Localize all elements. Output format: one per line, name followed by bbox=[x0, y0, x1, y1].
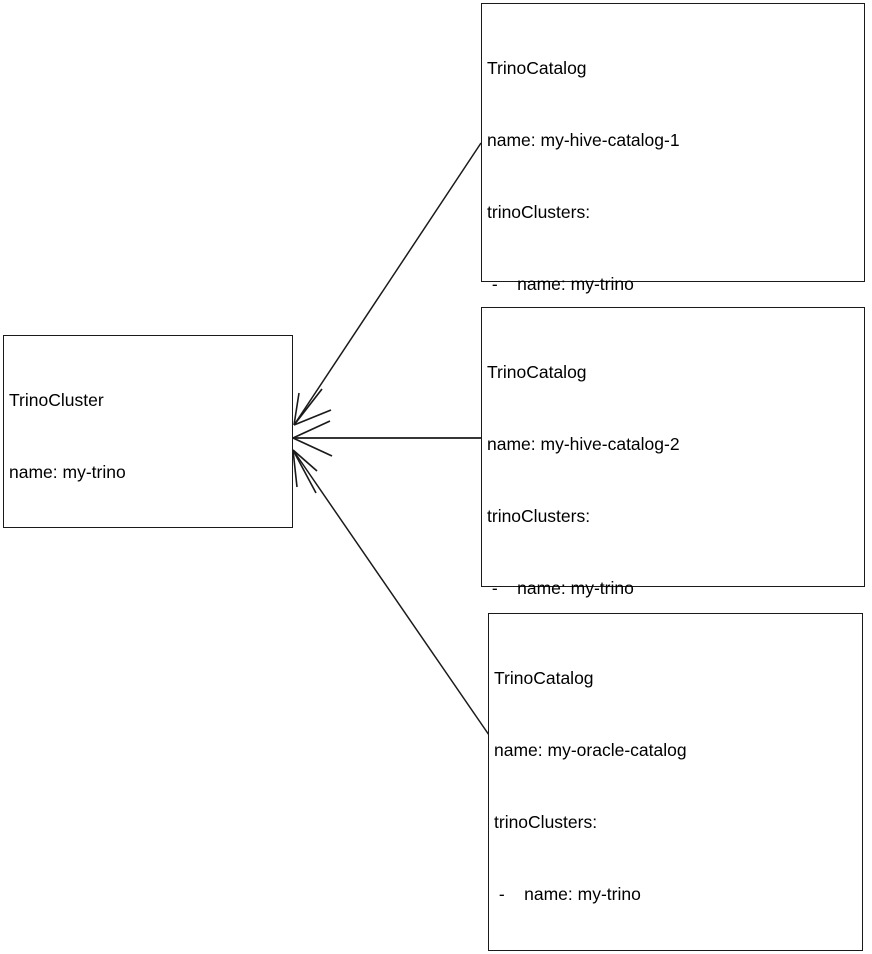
trino-cluster-node[interactable]: TrinoCluster name: my-trino bbox=[3, 335, 293, 528]
trino-catalog-node-my-oracle-catalog[interactable]: TrinoCatalog name: my-oracle-catalog tri… bbox=[488, 613, 863, 951]
catalog-line: trinoClusters: bbox=[487, 202, 591, 222]
edge-hive-catalog-2-to-cluster bbox=[292, 420, 481, 457]
trino-catalog-node-text: TrinoCatalog name: my-oracle-catalog tri… bbox=[494, 618, 799, 954]
catalog-line: - name: my-trino bbox=[487, 274, 634, 294]
catalog-line: TrinoCatalog bbox=[487, 362, 587, 382]
catalog-line: name: my-oracle-catalog bbox=[494, 740, 687, 760]
cluster-line: TrinoCluster bbox=[9, 390, 104, 410]
catalog-line: - name: my-trino bbox=[494, 884, 641, 904]
edge-oracle-catalog-to-cluster bbox=[292, 449, 490, 736]
catalog-line: trinoClusters: bbox=[494, 812, 598, 832]
edge-hive-catalog-1-to-cluster bbox=[293, 142, 482, 426]
catalog-line: TrinoCatalog bbox=[487, 58, 587, 78]
trino-catalog-node-my-hive-catalog-1[interactable]: TrinoCatalog name: my-hive-catalog-1 tri… bbox=[481, 3, 865, 654]
catalog-line: trinoClusters: bbox=[487, 506, 591, 526]
trino-catalog-node-my-hive-catalog-2[interactable]: TrinoCatalog name: my-hive-catalog-2 tri… bbox=[481, 307, 865, 886]
catalog-line: TrinoCatalog bbox=[494, 668, 594, 688]
catalog-line: name: my-hive-catalog-1 bbox=[487, 130, 680, 150]
trino-cluster-node-text: TrinoCluster name: my-trino bbox=[9, 340, 126, 532]
cluster-line: name: my-trino bbox=[9, 462, 126, 482]
catalog-line: name: my-hive-catalog-2 bbox=[487, 434, 680, 454]
catalog-line: - name: my-trino bbox=[487, 578, 634, 598]
